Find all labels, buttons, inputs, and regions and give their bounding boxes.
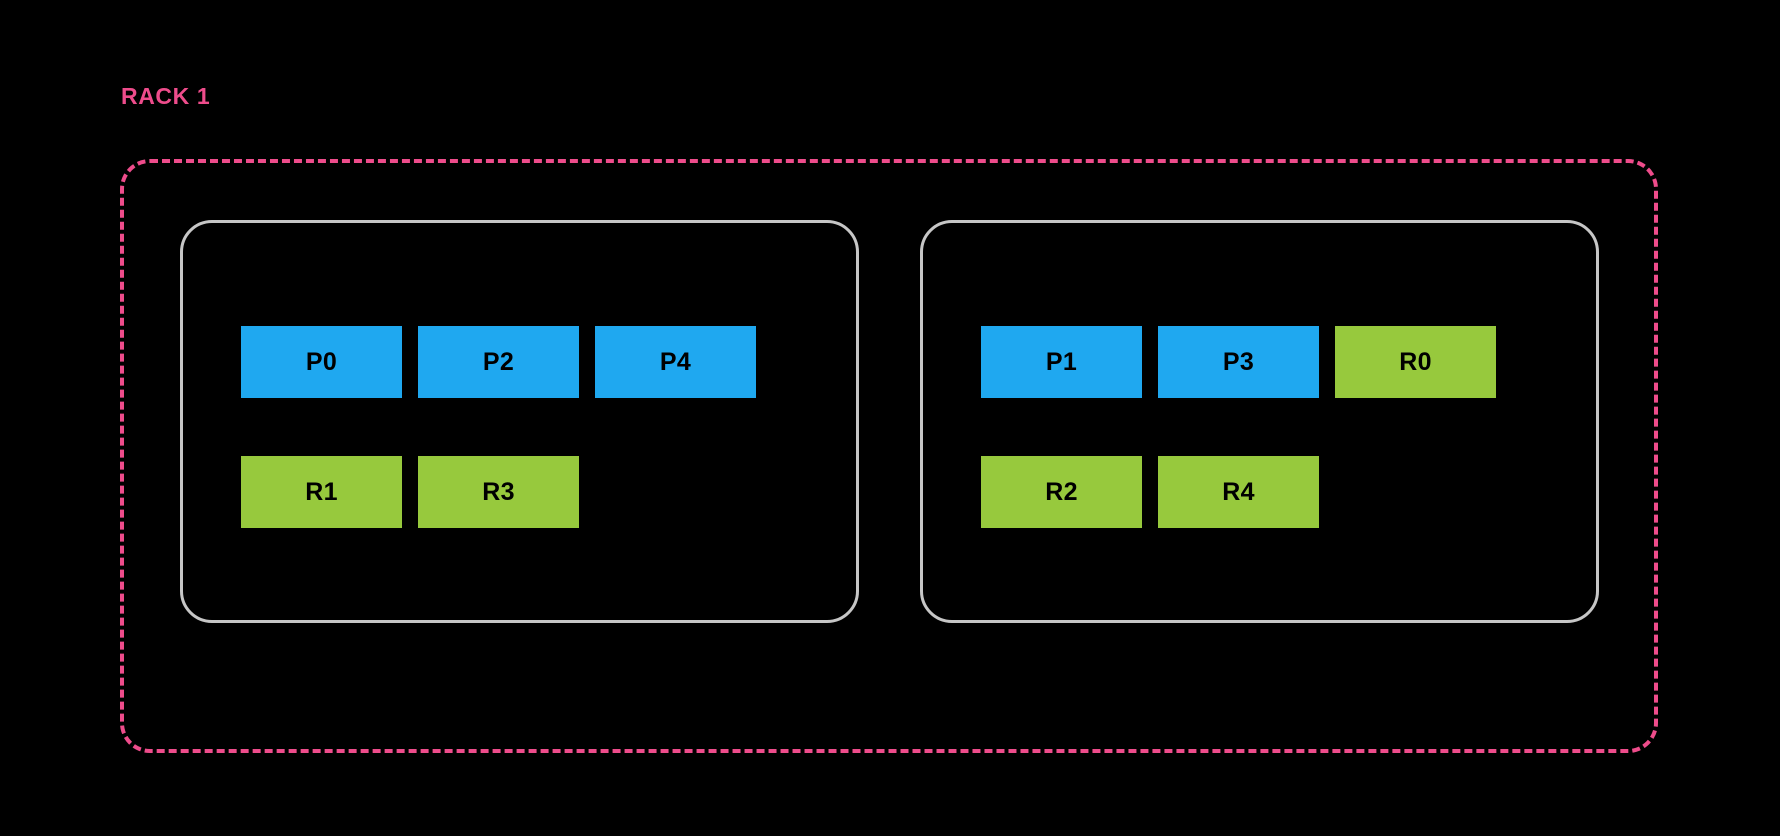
shard-p1: P1 bbox=[981, 326, 1142, 398]
node-container-2: P1 P3 R0 R2 R4 bbox=[920, 220, 1599, 623]
rack-boundary bbox=[120, 159, 1658, 753]
shard-r0: R0 bbox=[1335, 326, 1496, 398]
shard-r1: R1 bbox=[241, 456, 402, 528]
shard-p2: P2 bbox=[418, 326, 579, 398]
shard-p3: P3 bbox=[1158, 326, 1319, 398]
shard-row-top: P1 P3 R0 bbox=[981, 326, 1496, 398]
shard-p0: P0 bbox=[241, 326, 402, 398]
shard-r2: R2 bbox=[981, 456, 1142, 528]
shard-row-bottom: R1 R3 bbox=[241, 456, 579, 528]
shard-r3: R3 bbox=[418, 456, 579, 528]
shard-row-bottom: R2 R4 bbox=[981, 456, 1319, 528]
rack-label: RACK 1 bbox=[121, 83, 211, 109]
shard-p4: P4 bbox=[595, 326, 756, 398]
node-container-1: P0 P2 P4 R1 R3 bbox=[180, 220, 859, 623]
shard-r4: R4 bbox=[1158, 456, 1319, 528]
shard-row-top: P0 P2 P4 bbox=[241, 326, 756, 398]
